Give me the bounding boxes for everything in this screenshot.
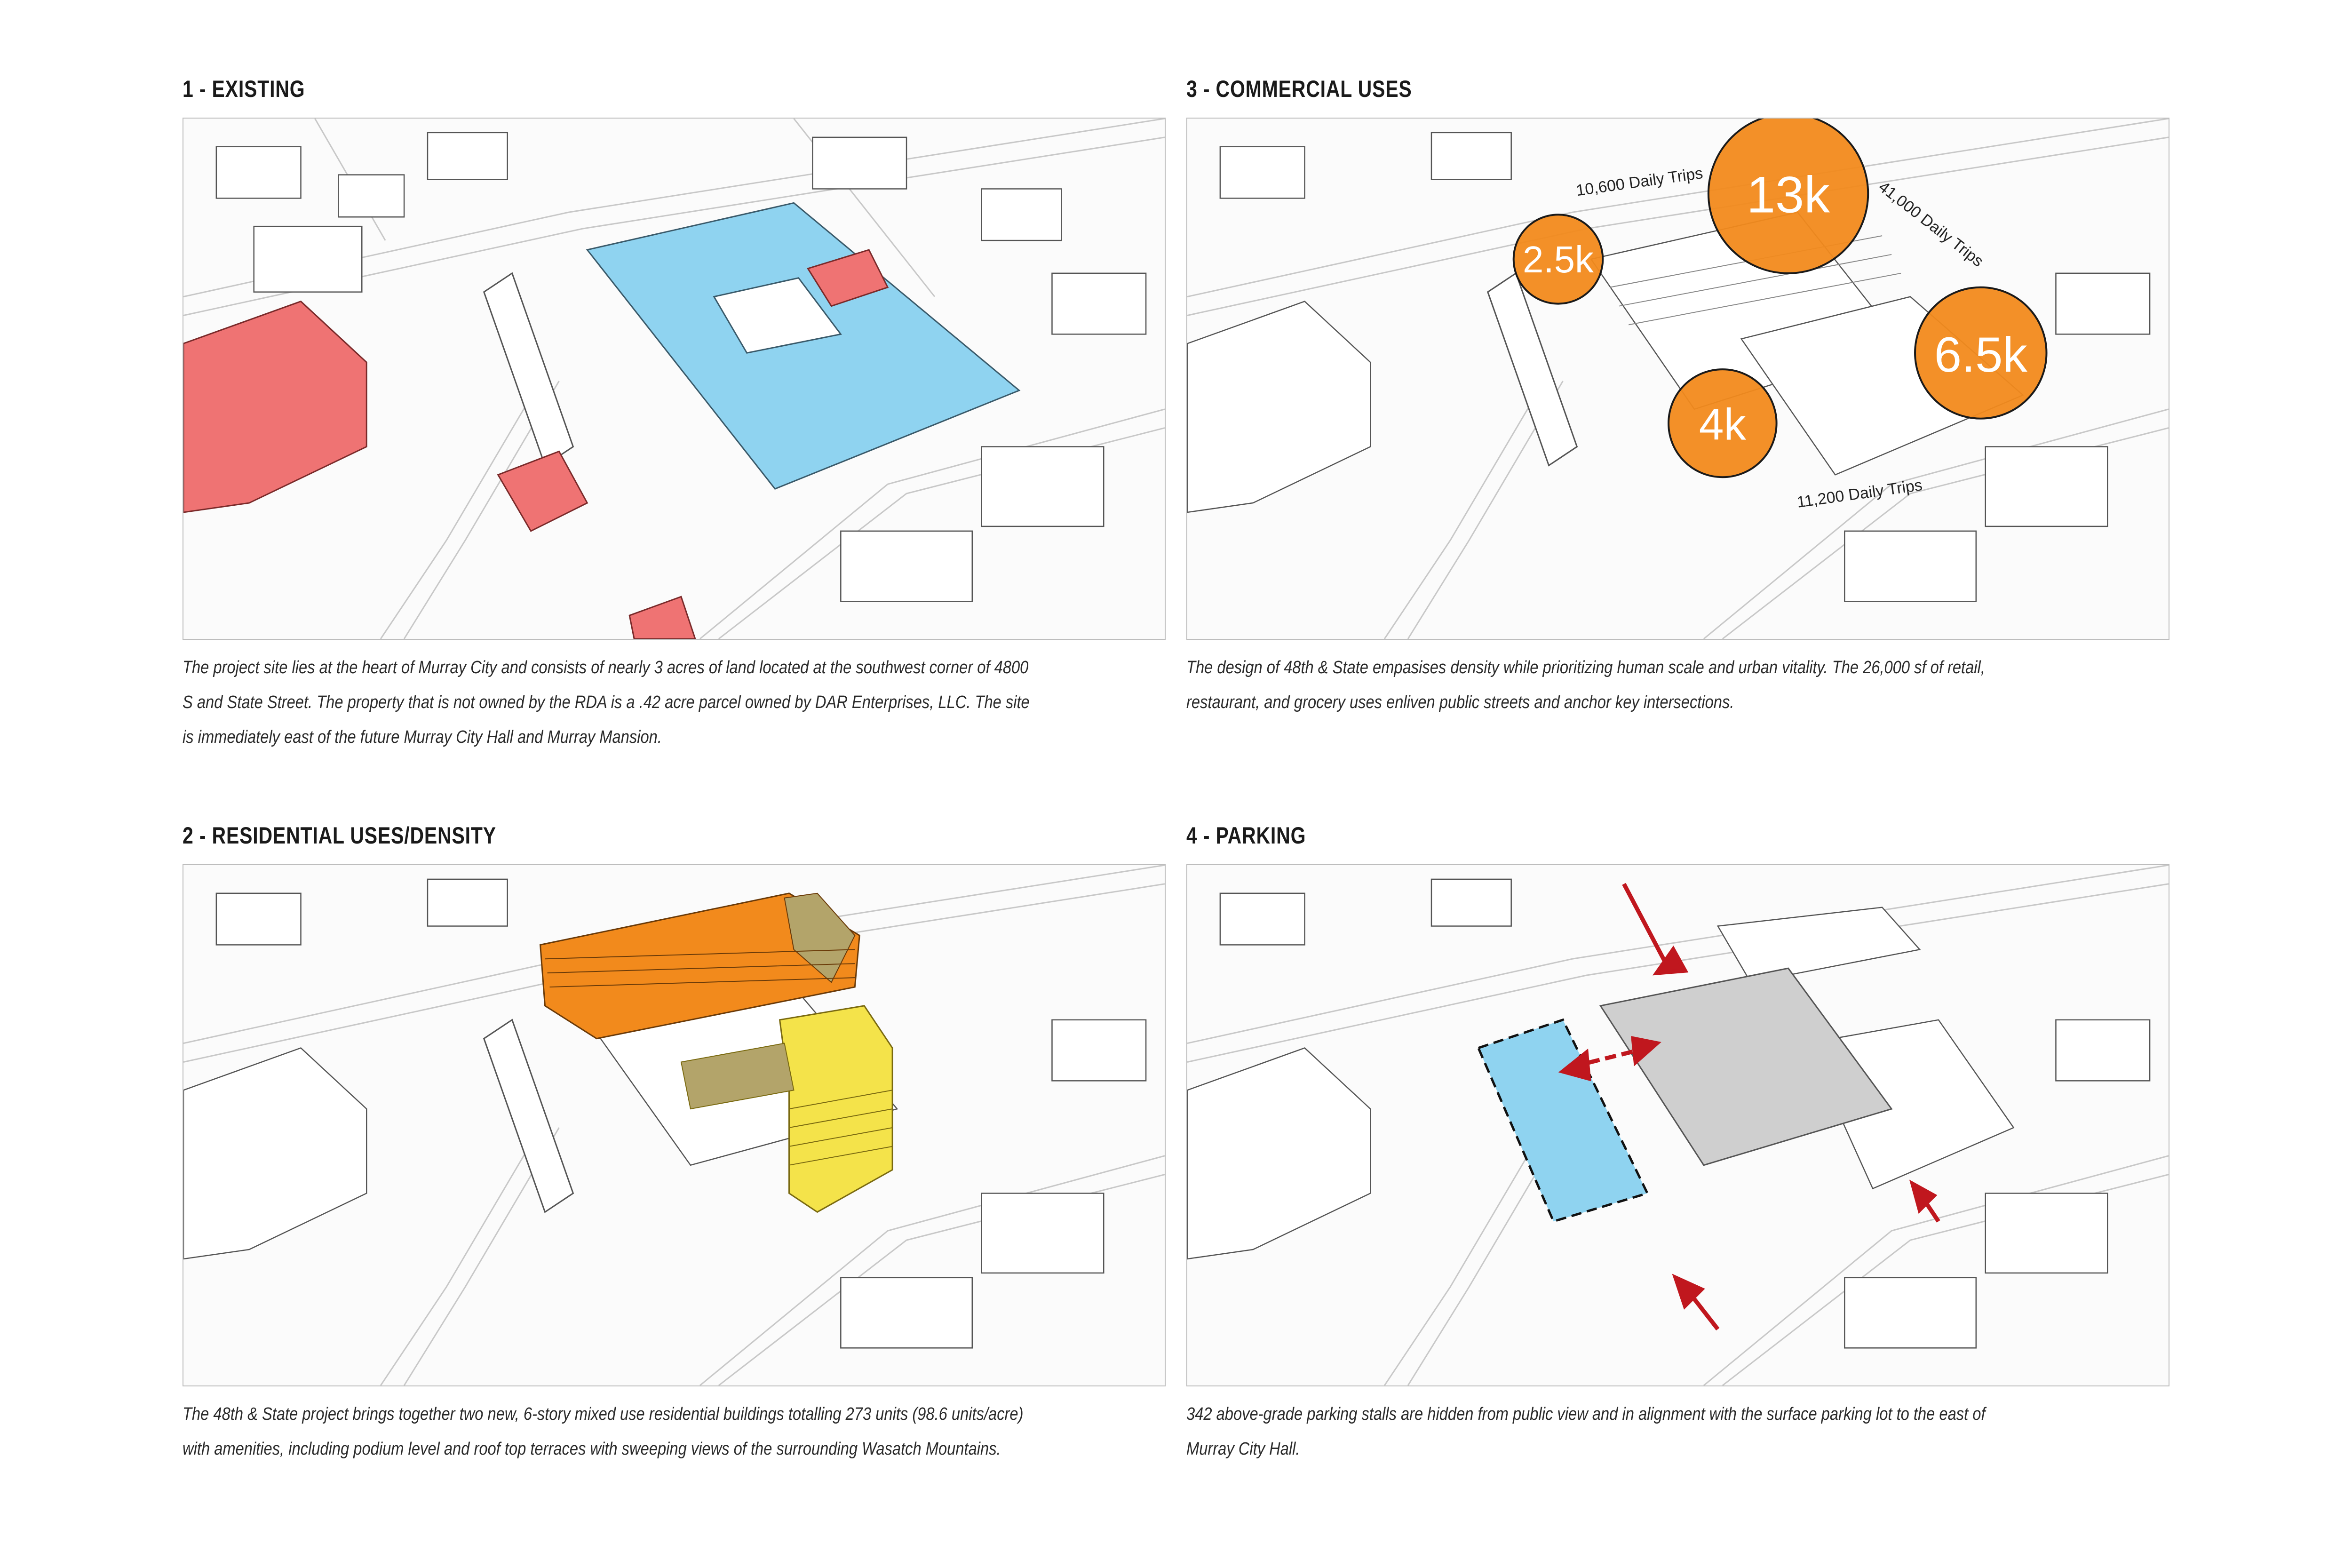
trip-bubble-4k [1668, 368, 1778, 478]
trip-label-3: 11,200 Daily Trips [1796, 476, 1923, 511]
caption-existing: The project site lies at the heart of Mu… [183, 658, 1030, 747]
bubble-label: 4k [1699, 400, 1747, 450]
site-diagram-existing [183, 118, 1166, 640]
site-diagram-commercial: 10,600 Daily Trips 41,000 Daily Trips 11… [1186, 118, 2169, 640]
panel-title: 1 - EXISTING [183, 76, 305, 102]
panel-title: 4 - PARKING [1186, 822, 1306, 849]
trip-bubble-2-5k [1512, 214, 1604, 305]
surface-parking-lot [1477, 1018, 1649, 1223]
bubble-label: 6.5k [1934, 327, 2028, 382]
site-diagram-residential [183, 864, 1166, 1386]
panel-title: 3 - COMMERCIAL USES [1186, 76, 1412, 102]
bubble-label: 13k [1747, 166, 1830, 223]
caption-parking: 342 above-grade parking stalls are hidde… [1186, 1404, 1986, 1459]
caption-commercial: The design of 48th & State empasises den… [1186, 658, 1985, 712]
trip-bubble-6-5k [1914, 286, 2048, 420]
panel-title: 2 - RESIDENTIAL USES/DENSITY [183, 822, 496, 849]
arrow-connection [1572, 1046, 1648, 1069]
site-diagram-parking [1186, 864, 2169, 1386]
trip-label-2: 41,000 Daily Trips [1875, 178, 1986, 271]
caption-residential: The 48th & State project brings together… [183, 1404, 1024, 1459]
bubble-label: 2.5k [1523, 239, 1594, 280]
arrow-entry-north [1622, 883, 1673, 974]
trip-bubble-13k [1707, 119, 1869, 274]
